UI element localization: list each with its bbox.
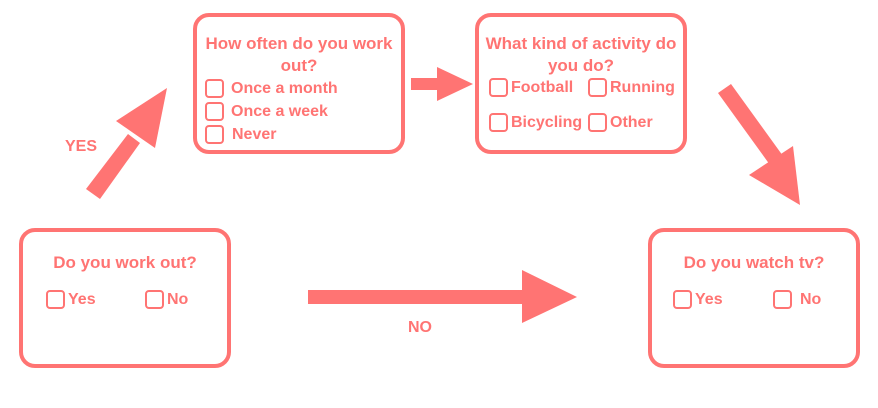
checkbox-icon[interactable] bbox=[205, 79, 224, 98]
work-out-option-yes[interactable]: Yes bbox=[46, 290, 96, 309]
yes-arrow-icon bbox=[86, 88, 167, 199]
next-arrow-icon bbox=[411, 67, 473, 101]
activity-option-bicycling[interactable]: Bicycling bbox=[489, 113, 582, 132]
frequency-question: How often do you work out? bbox=[205, 34, 393, 75]
work-out-question-box: Do you work out? Yes No bbox=[19, 228, 231, 368]
work-out-question: Do you work out? bbox=[53, 253, 197, 272]
checkbox-icon[interactable] bbox=[673, 290, 692, 309]
checkbox-icon[interactable] bbox=[46, 290, 65, 309]
watch-tv-question-box: Do you watch tv? Yes No bbox=[648, 228, 860, 368]
work-out-option-no[interactable]: No bbox=[145, 290, 188, 309]
activity-question-box: What kind of activity do you do? Footbal… bbox=[475, 13, 687, 154]
checkbox-icon[interactable] bbox=[205, 125, 224, 144]
checkbox-icon[interactable] bbox=[205, 102, 224, 121]
no-arrow-icon bbox=[308, 270, 577, 323]
checkbox-icon[interactable] bbox=[588, 78, 607, 97]
watch-tv-option-yes[interactable]: Yes bbox=[673, 290, 723, 309]
checkbox-icon[interactable] bbox=[773, 290, 792, 309]
watch-tv-option-no[interactable]: No bbox=[773, 290, 821, 309]
activity-option-other[interactable]: Other bbox=[588, 113, 653, 132]
frequency-option-once-a-month[interactable]: Once a month bbox=[205, 79, 338, 98]
frequency-option-never[interactable]: Never bbox=[205, 125, 276, 144]
checkbox-icon[interactable] bbox=[588, 113, 607, 132]
checkbox-icon[interactable] bbox=[489, 78, 508, 97]
checkbox-icon[interactable] bbox=[489, 113, 508, 132]
no-edge-label: NO bbox=[408, 319, 432, 336]
activity-option-running[interactable]: Running bbox=[588, 78, 675, 97]
activity-option-football[interactable]: Football bbox=[489, 78, 573, 97]
watch-tv-question: Do you watch tv? bbox=[683, 253, 825, 272]
activity-question: What kind of activity do you do? bbox=[485, 34, 677, 75]
checkbox-icon[interactable] bbox=[145, 290, 164, 309]
yes-edge-label: YES bbox=[65, 138, 98, 155]
frequency-option-once-a-week[interactable]: Once a week bbox=[205, 102, 328, 121]
continue-arrow-icon bbox=[718, 84, 800, 205]
frequency-question-box: How often do you work out? Once a month … bbox=[193, 13, 405, 154]
